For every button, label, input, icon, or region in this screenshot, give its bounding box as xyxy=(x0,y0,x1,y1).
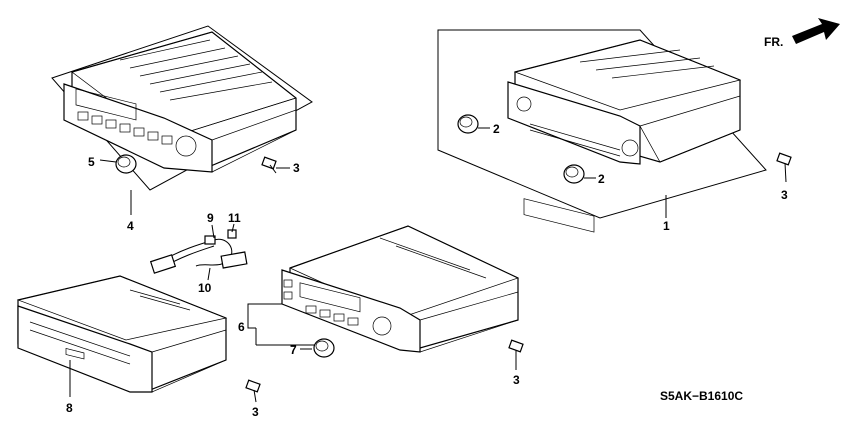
knob-7 xyxy=(313,338,335,358)
knob-2a xyxy=(457,114,479,134)
front-label: FR. xyxy=(764,35,783,49)
screw-3c xyxy=(508,339,524,370)
screw-3b xyxy=(776,152,792,183)
cd-changer-unit-8 xyxy=(16,275,228,393)
callout-3d: 3 xyxy=(252,405,259,419)
callout-9: 9 xyxy=(207,211,214,225)
callout-labels: 1 2 2 3 3 3 3 4 5 6 7 8 9 10 11 xyxy=(66,122,788,419)
callout-7: 7 xyxy=(290,343,297,357)
cassette-radio-unit-4 xyxy=(51,25,313,191)
front-direction-indicator: FR. xyxy=(764,18,840,49)
diagram-code: S5AK−B1610C xyxy=(660,389,743,403)
callout-4: 4 xyxy=(127,219,134,233)
callout-6: 6 xyxy=(238,320,245,334)
screw-3a xyxy=(261,156,277,174)
callout-2b: 2 xyxy=(598,172,605,186)
radio-unit-6 xyxy=(281,225,519,353)
cd-radio-unit-1 xyxy=(437,29,767,233)
callout-3b: 3 xyxy=(781,188,788,202)
callout-1: 1 xyxy=(663,219,670,233)
leader-lines xyxy=(69,127,667,397)
callout-2a: 2 xyxy=(493,122,500,136)
knob-5 xyxy=(115,154,137,174)
callout-11: 11 xyxy=(228,211,241,225)
callout-3c: 3 xyxy=(513,373,520,387)
callout-3a: 3 xyxy=(293,161,300,175)
front-arrow-icon xyxy=(792,18,840,44)
callout-5: 5 xyxy=(88,155,95,169)
screw-3d xyxy=(245,379,261,403)
callout-8: 8 xyxy=(66,401,73,415)
callout-10: 10 xyxy=(198,281,212,295)
knob-2b xyxy=(563,164,585,184)
wire-harness-10 xyxy=(149,229,248,274)
